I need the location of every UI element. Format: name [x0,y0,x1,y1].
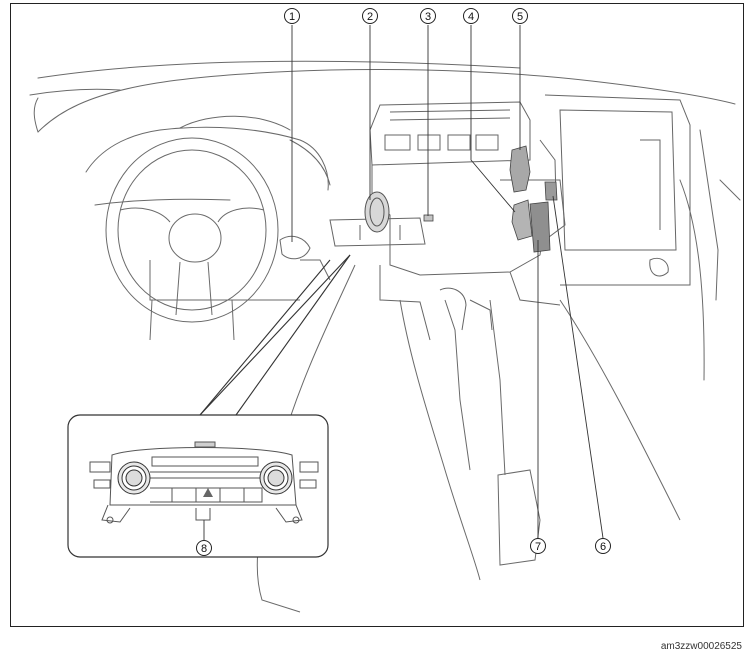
component-6 [544,181,558,201]
callout-label-2: 2 [367,11,373,23]
instrument-cluster [179,115,291,131]
shaded-components [423,145,558,253]
left-knob [117,461,151,495]
component-4 [511,199,533,241]
callout-label-3: 3 [425,11,431,23]
callout-label-6: 6 [600,541,606,553]
callout-1: 1 [284,8,300,24]
climate-panel-inset [67,414,329,558]
callout-markers: 1 2 3 4 5 6 7 8 [196,8,611,556]
component-5 [509,145,531,193]
climate-unit-assembly [329,94,691,341]
callout-6: 6 [595,538,611,554]
component-3 [423,214,434,222]
callout-label-1: 1 [289,11,295,23]
steering-wheel [105,137,279,341]
callout-2: 2 [362,8,378,24]
hazard-icon [203,488,213,497]
dashboard-top-line [37,60,521,79]
callout-3: 3 [420,8,436,24]
reference-id: am3zzw00026525 [660,641,742,652]
callout-label-7: 7 [535,541,541,553]
component-7 [529,201,551,253]
callout-8: 8 [196,540,212,556]
callout-5: 5 [512,8,528,24]
callout-label-8: 8 [201,543,207,555]
blower-fan [364,191,390,233]
leader-lines [203,25,604,540]
callout-7: 7 [530,538,546,554]
callout-label-4: 4 [468,11,474,23]
callout-label-5: 5 [517,11,523,23]
dashboard-upper-outline [37,69,736,133]
right-knob [259,461,293,495]
callout-4: 4 [463,8,479,24]
